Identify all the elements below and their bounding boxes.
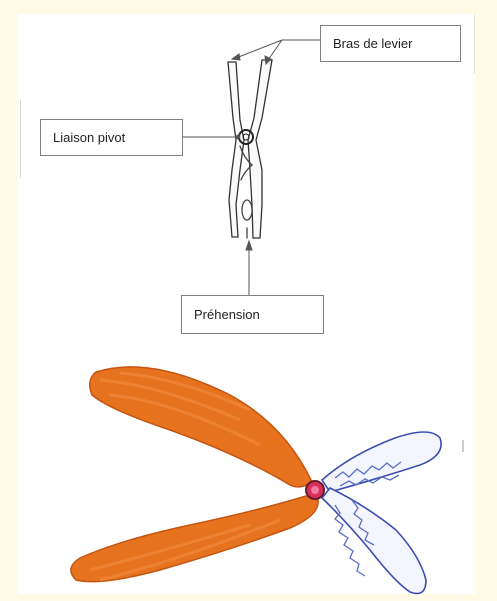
orange-blade-upper (90, 367, 312, 487)
label-gripping-text: Préhension (194, 307, 260, 322)
label-gripping: Préhension (181, 295, 324, 334)
label-lever-arms-text: Bras de levier (333, 36, 412, 51)
blue-blade-lower (322, 488, 426, 594)
clothespin-drawing (228, 60, 272, 238)
blue-blade-upper (322, 432, 441, 492)
label-lever-arms: Bras de levier (320, 25, 461, 62)
propeller-drawing (71, 367, 463, 594)
orange-blade-lower (71, 496, 318, 582)
label-pivot-link: Liaison pivot (40, 119, 183, 156)
label-pivot-link-text: Liaison pivot (53, 130, 125, 145)
